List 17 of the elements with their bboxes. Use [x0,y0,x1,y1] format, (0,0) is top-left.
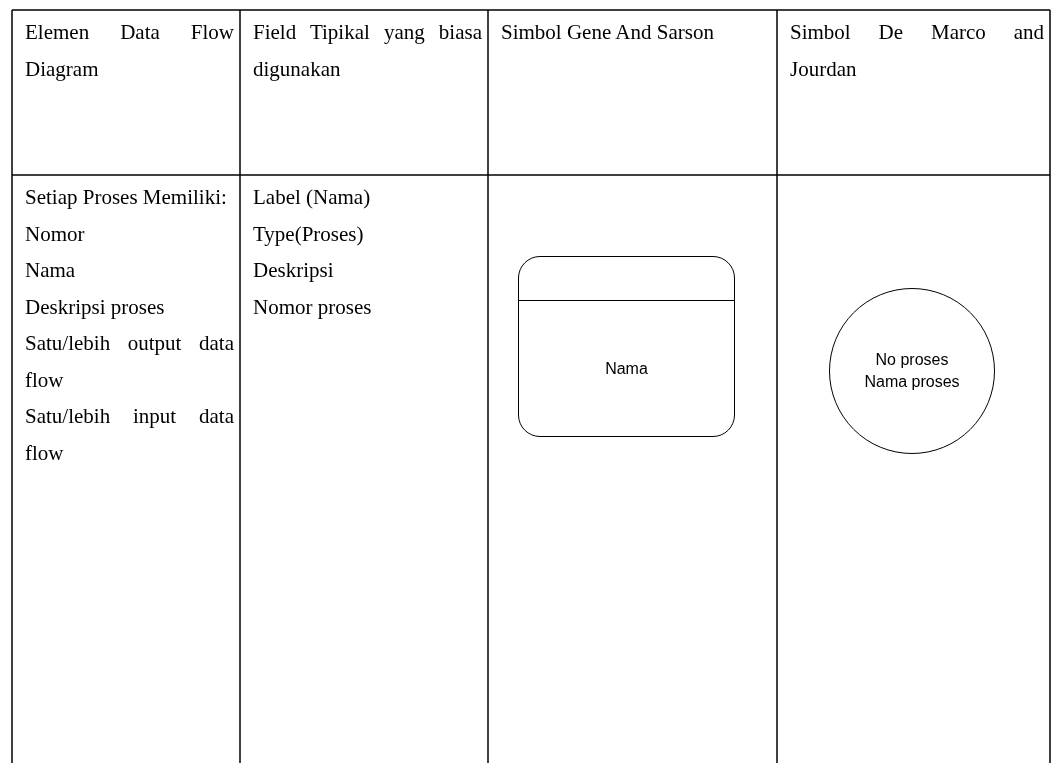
cell-text: Nama [25,257,77,284]
process-symbol [518,256,735,437]
cell-text: Satu/lebih output data flow [25,330,234,394]
process-label: Nama [604,358,649,379]
column-header: Simbol De Marco and Jourdan [790,19,1044,83]
cell-text: Label (Nama) [253,184,372,211]
column-header: Field Tipikal yang biasa digunakan [253,19,482,83]
cell-text: Satu/lebih input data flow [25,403,234,467]
column-header: Elemen Data Flow Diagram [25,19,234,83]
cell-text: Deskripsi [253,257,335,284]
cell-text: Nomor proses [253,293,373,321]
cell-text: Nomor [25,220,86,248]
cell-text: Deskripsi proses [25,293,166,321]
column-header: Simbol Gene And Sarson [501,19,715,46]
process-label: No proses Nama proses [863,350,961,392]
cell-text: Type(Proses) [253,220,365,248]
cell-text: Setiap Proses Memiliki: [25,184,228,211]
